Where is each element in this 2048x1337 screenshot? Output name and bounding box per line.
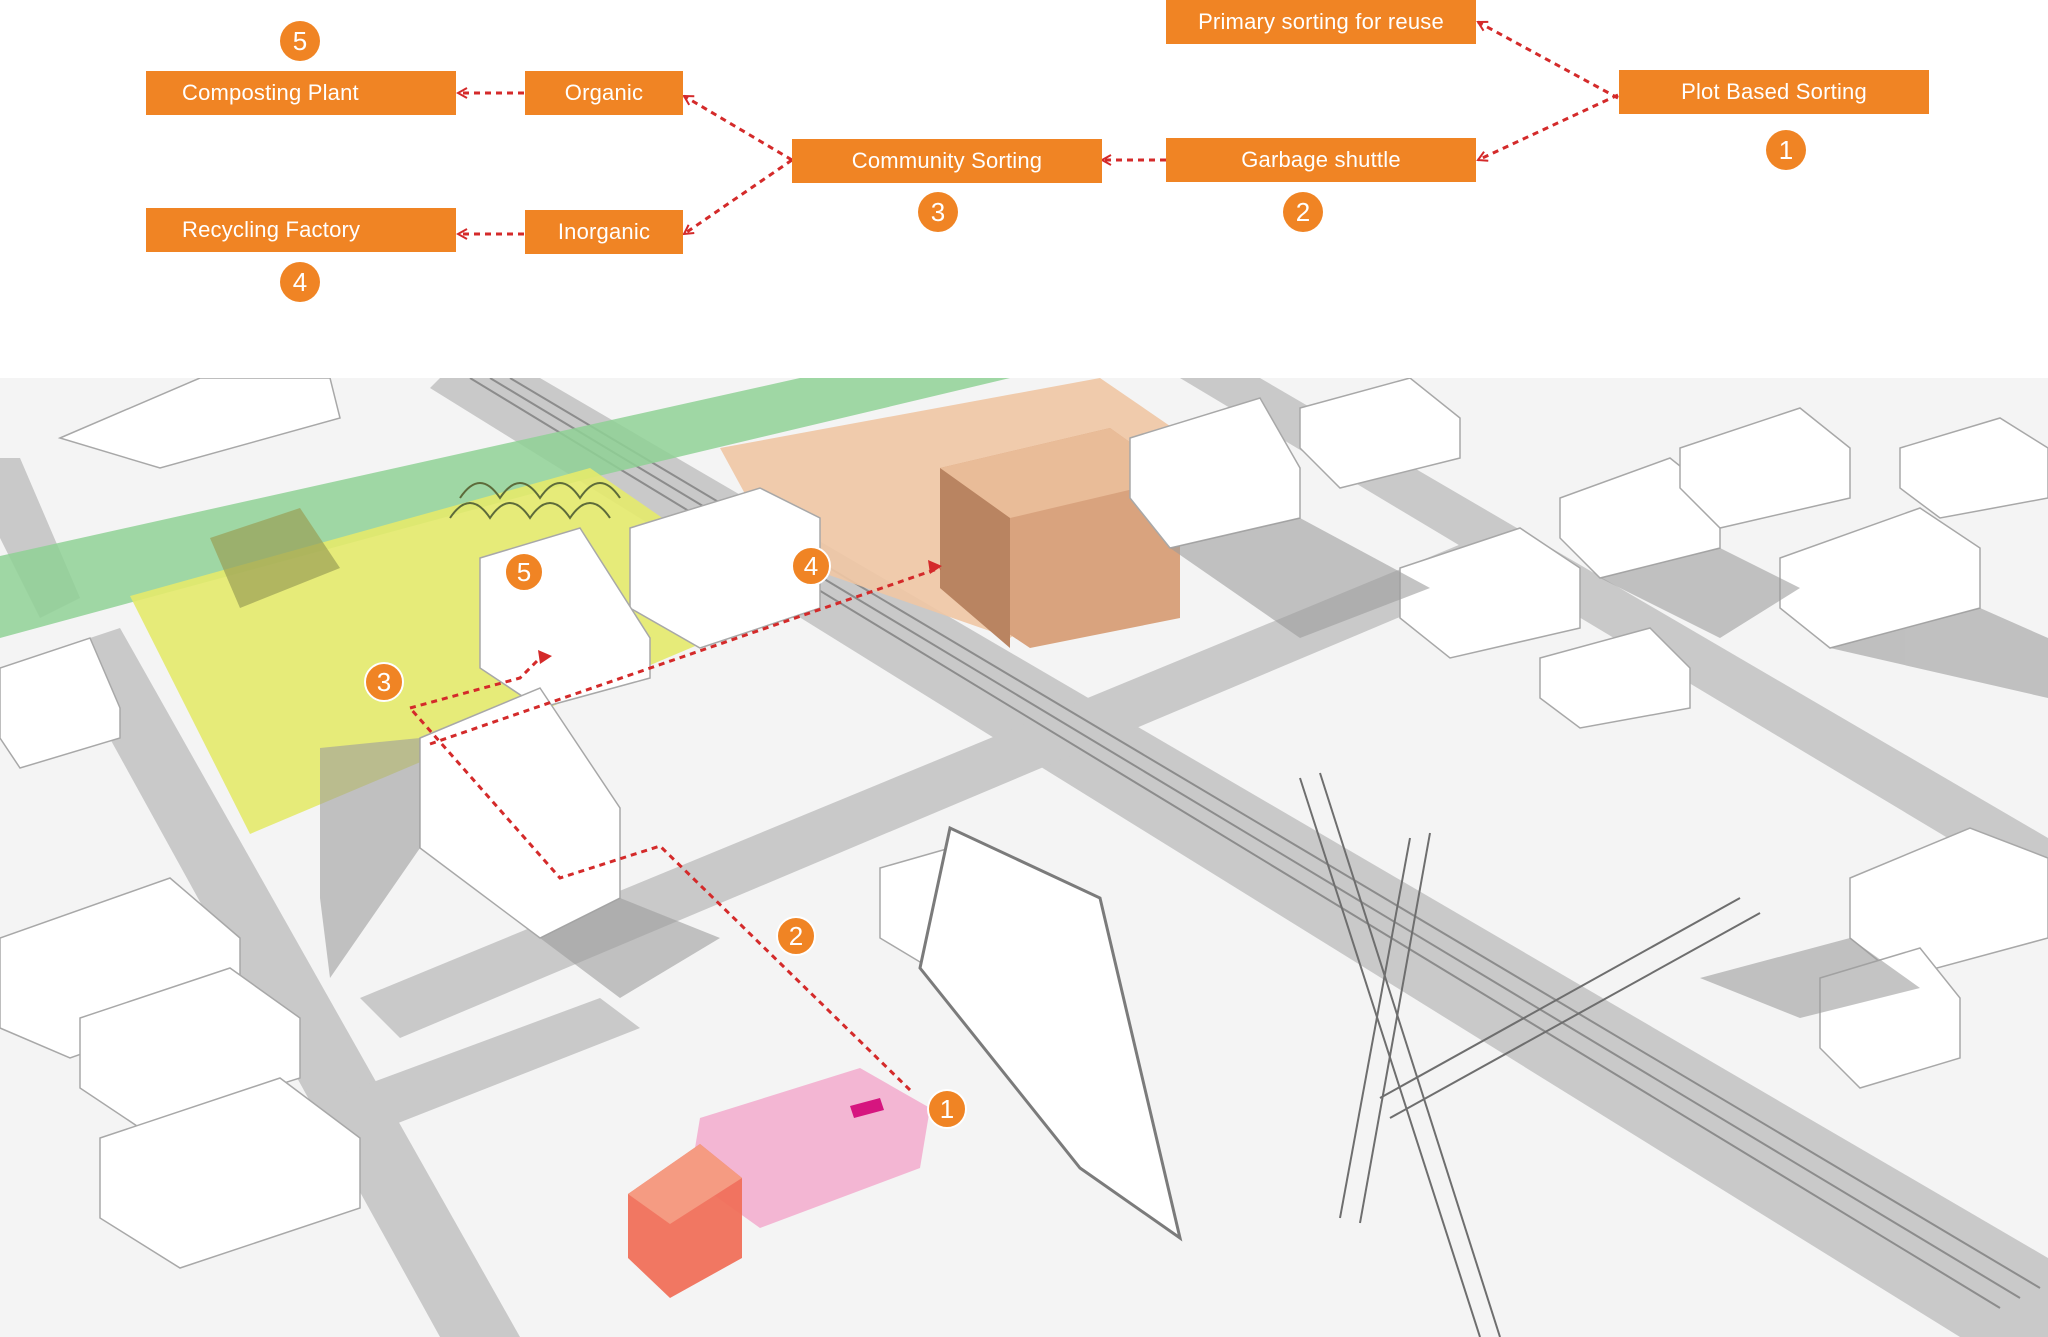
arrow-community-to-organic (684, 94, 793, 162)
plot-based-sorting-box: Plot Based Sorting (1619, 70, 1929, 114)
primary-sorting-box: Primary sorting for reuse (1166, 0, 1476, 44)
pedestrian-bridge (1299, 772, 1761, 1337)
map-drawing (0, 378, 2048, 1337)
cross-road (360, 528, 1540, 1038)
left-road (60, 628, 520, 1337)
plaza-loop (918, 825, 1183, 1242)
route-to-sorting-building (429, 566, 941, 746)
lower-road (330, 998, 640, 1138)
map-badge-1: 1 (927, 1089, 967, 1129)
magenta-marker (850, 1098, 884, 1118)
arrow-community-to-inorganic (684, 158, 793, 236)
step-badge-3: 3 (918, 192, 958, 232)
map-badge-4: 4 (791, 546, 831, 586)
site-axonometric-map: 1 2 3 4 5 (0, 378, 2048, 1337)
red-block (628, 1144, 742, 1298)
flow-arrows (0, 20, 1619, 320)
arrow-plot-to-shuttle (1478, 93, 1619, 160)
step-badge-1: 1 (1766, 130, 1806, 170)
route-to-composting (409, 656, 542, 710)
recycling-factory-box: Recycling Factory (146, 208, 456, 252)
step-badge-2: 2 (1283, 192, 1323, 232)
sorting-flow-chart: Primary sorting for reuse Plot Based Sor… (0, 0, 2048, 320)
step-badge-4: 4 (280, 262, 320, 302)
composting-machinery (210, 508, 340, 608)
route-plot-to-community (408, 707, 912, 1092)
inorganic-box: Inorganic (525, 210, 683, 254)
main-road-diagonal (430, 378, 2048, 1337)
map-badge-2: 2 (776, 916, 816, 956)
building-shadows (320, 518, 2048, 1018)
route-arrowhead-sorting (928, 560, 942, 574)
sorting-building (940, 428, 1180, 648)
step-badge-5: 5 (280, 21, 320, 61)
buildings (0, 378, 2048, 1269)
greenhouse-structure (449, 482, 621, 520)
community-sorting-box: Community Sorting (792, 139, 1102, 183)
collection-route (408, 566, 941, 1092)
route-arrowhead-composting (538, 650, 552, 664)
garbage-shuttle-box: Garbage shuttle (1166, 138, 1476, 182)
arrow-plot-to-primary (1478, 20, 1619, 100)
map-badge-3: 3 (364, 662, 404, 702)
organic-box: Organic (525, 71, 683, 115)
composting-plant-box: Composting Plant (146, 71, 456, 115)
map-badge-5: 5 (504, 552, 544, 592)
